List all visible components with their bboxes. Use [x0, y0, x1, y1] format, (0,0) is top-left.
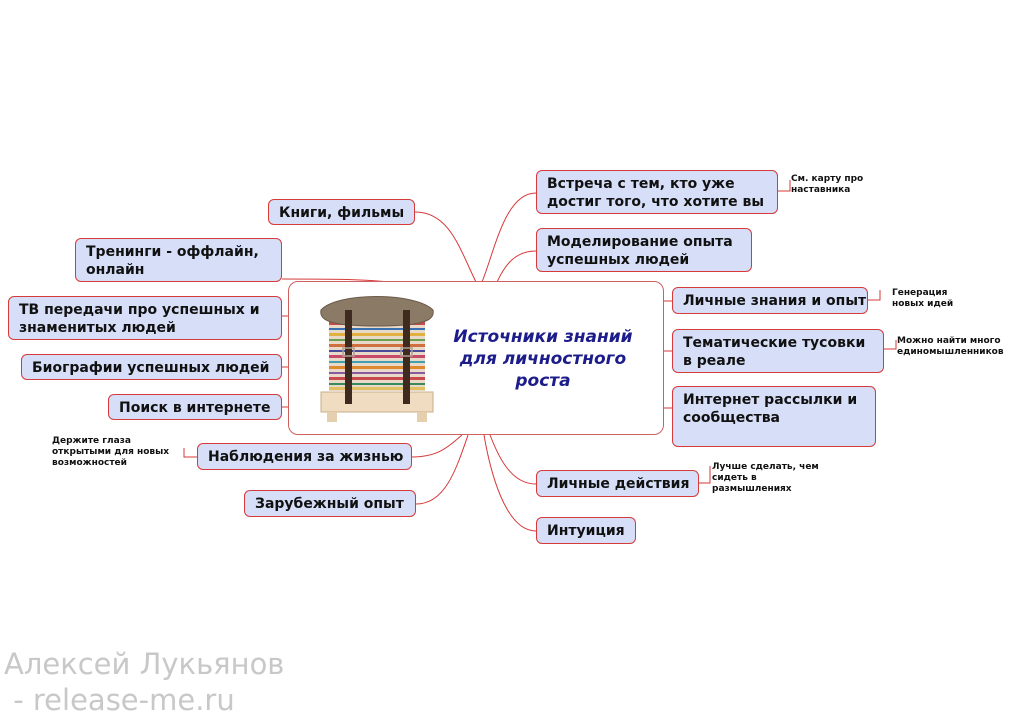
- author-watermark: Алексей Лукьянов - release-me.ru: [4, 647, 285, 717]
- note-line-thematic: [884, 340, 897, 350]
- topic-meeting[interactable]: Встреча с тем, кто уже достиг того, что …: [536, 170, 778, 214]
- note-thematic-events: Можно найти много единомышленников: [897, 336, 1004, 357]
- branch-modeling: [496, 250, 537, 283]
- note-line-knowledge: [868, 290, 881, 301]
- branch-observations: [411, 434, 463, 458]
- topic-foreign-experience[interactable]: Зарубежный опыт: [244, 490, 416, 517]
- branch-meeting: [481, 192, 537, 283]
- branch-personal-actions: [489, 434, 537, 485]
- topic-intuition[interactable]: Интуиция: [536, 517, 636, 544]
- topic-internet-mailings[interactable]: Интернет рассылки и сообщества: [672, 386, 876, 447]
- branch-books: [414, 211, 477, 283]
- topic-personal-actions[interactable]: Личные действия: [536, 470, 699, 497]
- note-personal-actions: Лучше сделать, чем сидеть в размышлениях: [712, 462, 819, 494]
- topic-tv-shows[interactable]: ТВ передачи про успешных и знаменитых лю…: [8, 296, 282, 340]
- topic-books[interactable]: Книги, фильмы: [268, 199, 415, 225]
- stool-of-magazines-image: [320, 296, 434, 422]
- note-personal-knowledge: Генерация новых идей: [892, 288, 954, 309]
- topic-personal-knowledge[interactable]: Личные знания и опыт: [672, 287, 868, 314]
- topic-modeling[interactable]: Моделирование опыта успешных людей: [536, 228, 752, 272]
- note-meeting: См. карту про наставника: [791, 174, 864, 195]
- branch-intuition: [483, 434, 537, 532]
- note-line-observations: [183, 448, 197, 458]
- note-line-actions: [699, 466, 711, 484]
- note-observations: Держите глаза открытыми для новых возмож…: [52, 436, 170, 468]
- topic-biographies[interactable]: Биографии успешных людей: [21, 354, 282, 380]
- topic-thematic-events[interactable]: Тематические тусовки в реале: [672, 329, 884, 373]
- topic-trainings[interactable]: Тренинги - оффлайн, онлайн: [75, 238, 282, 282]
- central-topic[interactable]: Источники знаний для личностного роста: [288, 281, 664, 435]
- topic-internet-search[interactable]: Поиск в интернете: [108, 394, 282, 420]
- topic-observations[interactable]: Наблюдения за жизнью: [197, 443, 412, 470]
- note-line-meeting: [778, 180, 791, 192]
- branch-foreign: [415, 434, 469, 505]
- central-topic-title: Источники знаний для личностного роста: [453, 327, 633, 391]
